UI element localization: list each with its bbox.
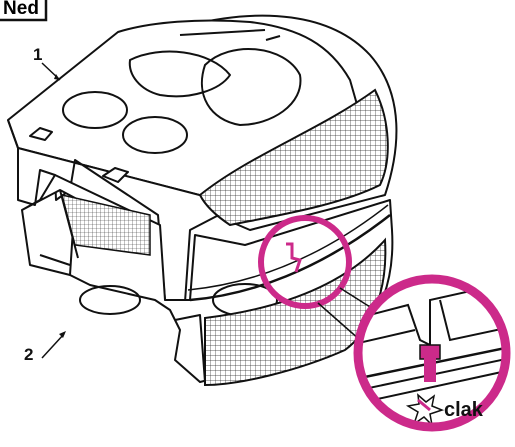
inner-mesh-panel — [60, 193, 151, 256]
corner-tag: Ned — [0, 0, 48, 22]
zoom-detail-view: clak — [353, 274, 511, 432]
upper-mesh-panel — [198, 88, 389, 227]
detail-focus-circle — [258, 215, 352, 309]
callout-2-number: 2 — [24, 345, 33, 364]
callout-2: 2 — [24, 331, 66, 364]
corner-tag-label: Ned — [3, 0, 39, 19]
focus-clip-mark — [286, 242, 302, 273]
parts-joint-line — [189, 214, 391, 302]
callout-1-number: 1 — [33, 45, 42, 64]
snap-sound-label: clak — [444, 399, 484, 421]
callout-1: 1 — [33, 45, 61, 81]
